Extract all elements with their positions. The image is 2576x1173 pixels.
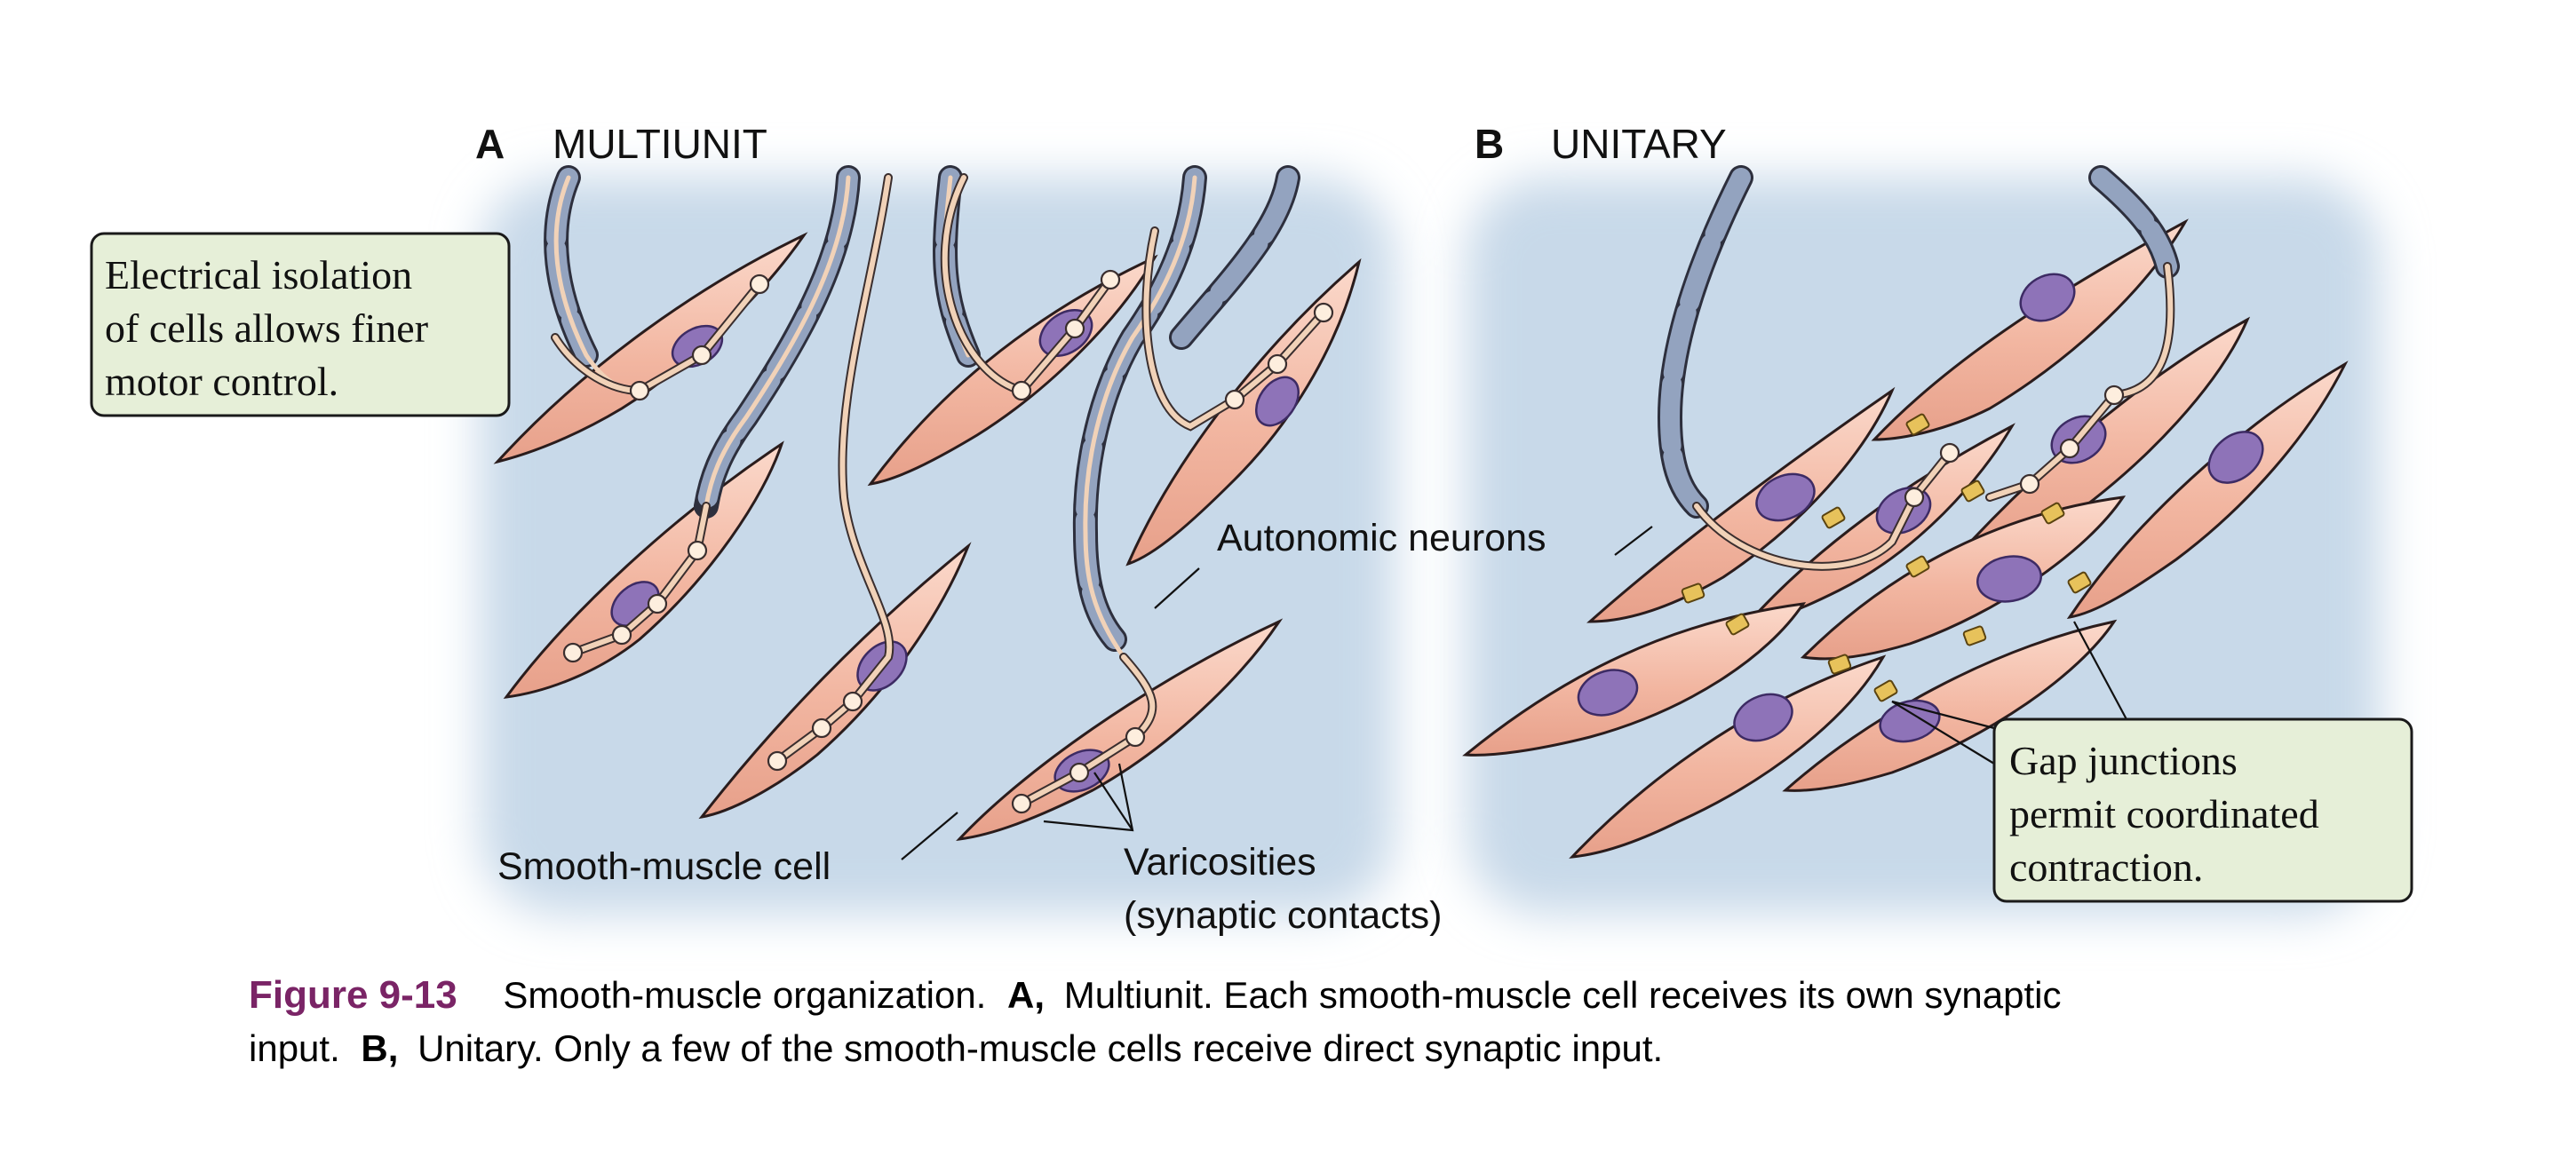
figure-caption-line1: Figure 9-13 Smooth-muscle organization. …	[249, 973, 2061, 1017]
smooth-muscle-cell-a6	[956, 618, 1284, 842]
svg-text:contraction.: contraction.	[2009, 844, 2203, 890]
svg-text:permit coordinated: permit coordinated	[2009, 791, 2319, 836]
isolation-callout: Electrical isolation of cells allows fin…	[90, 232, 511, 417]
varicosity	[691, 345, 712, 366]
autonomic-neurons-label: Autonomic neurons	[1217, 517, 1546, 559]
multiunit-diagram	[493, 165, 1362, 842]
unitary-diagram	[1462, 165, 2349, 859]
varicosities-sublabel: (synaptic contacts)	[1124, 894, 1442, 937]
svg-text:of cells allows finer: of cells allows finer	[105, 305, 428, 351]
panel-a-letter: A	[475, 121, 505, 167]
panel-b-letter: B	[1475, 121, 1504, 167]
figure-caption-line2: input. B, Unitary. Only a few of the smo…	[249, 1027, 1663, 1069]
panel-b-title: UNITARY	[1551, 121, 1727, 167]
svg-text:Gap junctions: Gap junctions	[2009, 738, 2238, 783]
svg-text:Electrical isolation: Electrical isolation	[105, 252, 412, 297]
gap-junctions	[1681, 413, 2092, 702]
varicosities-label: Varicosities	[1124, 841, 1316, 884]
gap-junctions-callout: Gap junctions permit coordinated contrac…	[1992, 717, 2413, 903]
nucleus-icon	[1254, 376, 1300, 427]
smooth-muscle-cell-a3	[698, 542, 972, 820]
svg-text:motor control.: motor control.	[105, 359, 338, 404]
varicosity	[749, 273, 770, 295]
smooth-muscle-cell-label: Smooth-muscle cell	[497, 845, 831, 888]
varicosity	[629, 380, 650, 401]
panel-a-title: MULTIUNIT	[553, 121, 767, 167]
